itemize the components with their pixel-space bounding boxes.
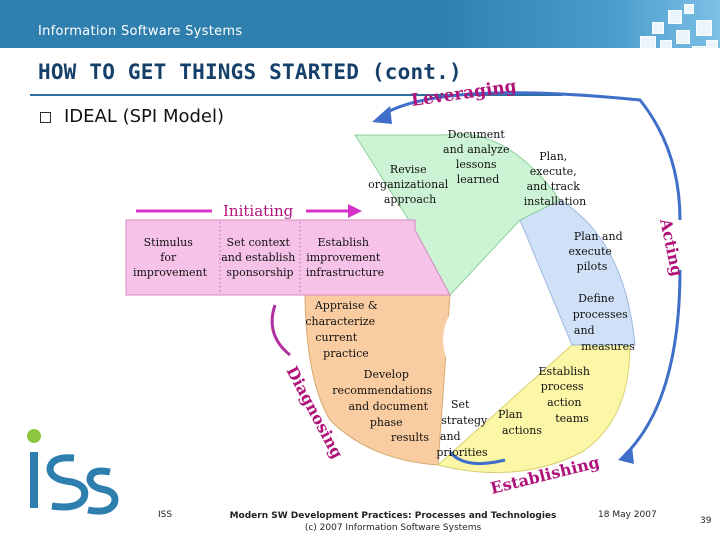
step-document-lessons: Document and analyze lessons learned xyxy=(443,128,513,186)
page-number: 39 xyxy=(700,516,712,526)
footer-left: ISS xyxy=(158,510,173,520)
footer-date: 18 May 2007 xyxy=(598,510,657,520)
arrowhead-right xyxy=(618,446,634,464)
title-underline xyxy=(30,94,562,96)
cycle-center xyxy=(443,288,547,392)
cycle-arrow-left xyxy=(270,304,291,357)
initiating-arrowhead xyxy=(348,204,362,218)
footer-course: Modern SW Development Practices: Process… xyxy=(229,511,557,521)
step-appraise-practice: Appraise & characterize current practice xyxy=(305,299,381,360)
organization-name: Information Software Systems xyxy=(38,24,243,39)
cycle-arrow-top xyxy=(381,91,682,221)
establishing-sector xyxy=(436,344,631,474)
ideal-cycle-diagram: Initiating Leveraging Acting Diagnosing … xyxy=(125,80,687,498)
step-plan-execute-track: Plan, execute, and track installation xyxy=(524,150,586,208)
step-develop-recommendations: Develop recommendations and document pha… xyxy=(332,368,435,444)
step-set-strategy: Set strategy and priorities xyxy=(436,398,490,459)
leveraging-sector xyxy=(354,133,561,296)
initiating-box-2: Set context and establish sponsorship xyxy=(221,236,299,279)
initiating-box-3: Establish improvement infrastructure xyxy=(306,236,384,279)
phase-initiating: Initiating xyxy=(223,202,294,220)
phase-leveraging: Leveraging xyxy=(410,80,518,111)
initiating-band xyxy=(125,219,451,296)
step-revise-approach: Revise organizational approach xyxy=(368,163,452,206)
footer-copyright: (c) 2007 Information Software Systems xyxy=(304,523,482,533)
footer-center: Modern SW Development Practices: Process… xyxy=(208,510,578,534)
cycle-arrow-bottom xyxy=(448,450,506,466)
initiating-boxes: Stimulus for improvement Set context and… xyxy=(133,236,384,279)
bullet-text: IDEAL (SPI Model) xyxy=(64,106,225,127)
step-define-processes: Define processes and measures xyxy=(573,292,635,353)
step-establish-teams: Establish process action teams xyxy=(539,365,594,425)
step-plan-pilots: Plan and execute pilots xyxy=(569,230,627,273)
step-plan-actions: Plan actions xyxy=(498,408,542,437)
arrowhead-top xyxy=(372,106,392,124)
title-strip xyxy=(0,48,720,100)
acting-sector xyxy=(519,199,636,346)
initiating-box-1: Stimulus for improvement xyxy=(133,236,208,279)
phase-acting: Acting xyxy=(656,216,687,278)
diagnosing-sector xyxy=(304,294,451,466)
iss-logo xyxy=(27,429,119,515)
cycle-arrow-right xyxy=(623,269,682,457)
page-title: HOW TO GET THINGS STARTED (cont.) xyxy=(38,60,462,84)
bullet-square-icon xyxy=(40,112,51,123)
